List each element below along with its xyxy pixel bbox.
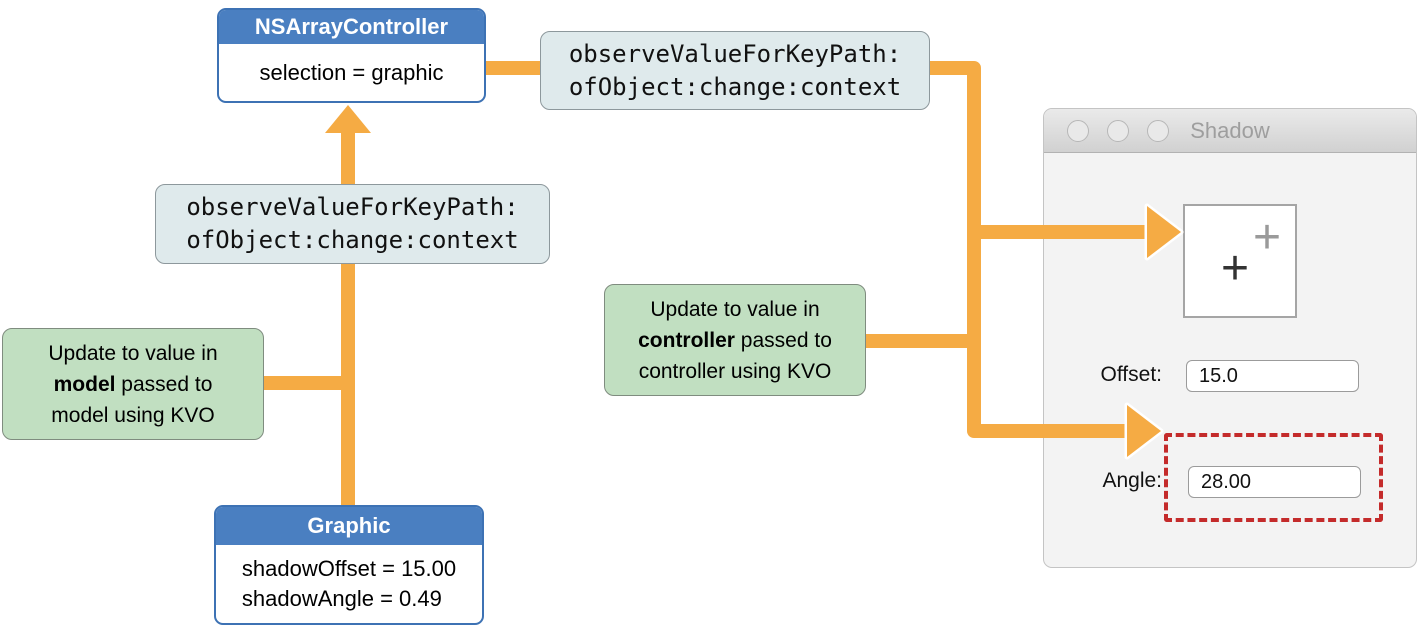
note-bold: model <box>53 372 116 396</box>
graphic-shadow-angle: shadowAngle = 0.49 <box>241 586 442 611</box>
note-rest: passed to <box>734 328 832 352</box>
zoom-button[interactable] <box>1147 119 1169 142</box>
graphic-node: Graphic shadowOffset = 15.00 shadowAngle… <box>214 505 484 625</box>
graphic-title: Graphic <box>216 507 482 545</box>
note-rest: passed to <box>115 372 213 396</box>
note-line: controller using KVO <box>638 359 832 383</box>
note-line: model passed to <box>54 369 213 400</box>
code-line: observeValueForKeyPath: <box>186 193 519 221</box>
close-button[interactable] <box>1067 119 1089 142</box>
window-title: Shadow <box>1190 118 1270 143</box>
note-line: controller passed to <box>638 325 832 356</box>
nsarraycontroller-title: NSArrayController <box>219 10 484 44</box>
observe-keypath-box-model: observeValueForKeyPath: ofObject:change:… <box>155 184 550 264</box>
model-update-note: Update to value in model passed to model… <box>2 328 264 440</box>
angle-label: Angle: <box>1102 469 1162 492</box>
window-title-bar[interactable]: Shadow <box>1044 109 1416 153</box>
shadow-window: Shadow + + Offset: Angle: <box>1043 108 1417 568</box>
note-line: Update to value in <box>48 341 218 365</box>
angle-highlight-annotation <box>1164 433 1383 522</box>
nsarraycontroller-node: NSArrayController selection = graphic <box>217 8 486 103</box>
angle-input[interactable] <box>1188 466 1361 498</box>
note-line: model using KVO <box>51 403 215 427</box>
offset-label: Offset: <box>1100 363 1162 386</box>
controller-update-note: Update to value in controller passed to … <box>604 284 866 396</box>
offset-input[interactable] <box>1186 360 1359 392</box>
graphic-shadow-offset: shadowOffset = 15.00 <box>241 556 457 581</box>
crosshair-handle-icon[interactable]: + <box>1220 242 1250 295</box>
arrowhead-up-icon <box>325 105 371 133</box>
crosshair-origin-icon: + <box>1252 211 1282 264</box>
note-bold: controller <box>638 328 735 352</box>
code-line: ofObject:change:context <box>186 226 519 254</box>
observe-keypath-box-controller: observeValueForKeyPath: ofObject:change:… <box>540 31 930 110</box>
nsarraycontroller-selection: selection = graphic <box>259 59 444 85</box>
note-line: Update to value in <box>650 297 820 321</box>
shadow-canvas[interactable]: + + <box>1183 204 1297 318</box>
code-line: ofObject:change:context <box>568 72 902 101</box>
code-line: observeValueForKeyPath: <box>568 39 902 68</box>
minimize-button[interactable] <box>1107 119 1129 142</box>
